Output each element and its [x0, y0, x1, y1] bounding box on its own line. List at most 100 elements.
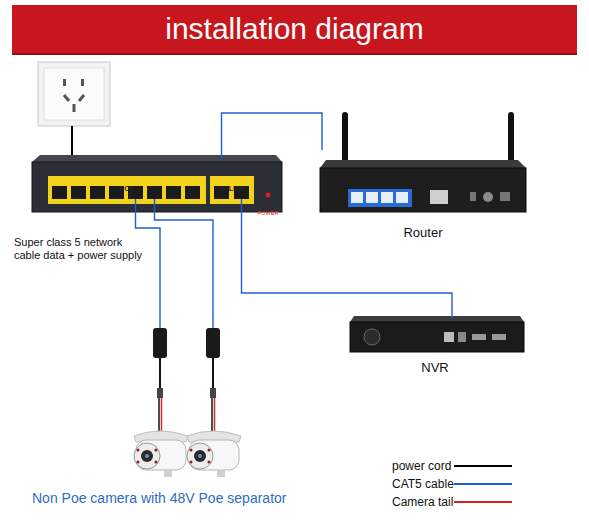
cable-note: Super class 5 network cable data + power…: [14, 236, 146, 261]
node-label: Non Poe camera with 48V Poe separator: [32, 490, 286, 506]
text-slot: POE: [48, 177, 206, 195]
node-label: Router: [403, 226, 442, 241]
nvr-figure-part: [350, 316, 524, 322]
cat5-cable: [242, 212, 453, 318]
poe-separator-part: [153, 328, 167, 358]
legend-text: CAT5 cable: [392, 477, 454, 491]
nvr-figure-part: [364, 329, 380, 345]
nvr-figure-part: [444, 332, 454, 342]
cat5-cable: [136, 212, 161, 320]
poe-switch-part: [32, 155, 282, 162]
nvr-figure-part: [472, 334, 486, 340]
poe-switch-part: [266, 193, 271, 198]
poe-separator-part: [212, 358, 214, 388]
poe-switch-part: [147, 186, 162, 199]
nvr-figure-part: [492, 334, 506, 340]
poe-separator-part: [159, 358, 161, 388]
poe-separator-part: [159, 320, 160, 328]
bullet-camera-part: [154, 460, 157, 463]
camera-group: Non Poe camera with 48V Poe separator: [28, 320, 318, 510]
bullet-camera-part: [136, 460, 139, 463]
legend-row: Camera tail: [392, 493, 512, 511]
router-figure: [320, 112, 526, 212]
port-group-label: POE: [120, 185, 135, 192]
nvr-figure-part: [350, 322, 524, 352]
cat5-cable: [155, 212, 214, 320]
router-figure-part: [508, 112, 514, 166]
router-figure-part: [342, 112, 348, 166]
bullet-camera-part: [164, 470, 172, 477]
poe-separator-part: [157, 388, 163, 398]
wall-outlet-part: [64, 95, 69, 101]
bullet-camera-part: [136, 448, 139, 451]
wall-outlet: [38, 62, 110, 126]
router-figure-part: [320, 168, 526, 212]
port-cable-stub-part: [154, 199, 155, 212]
legend-row: power cord: [392, 457, 512, 475]
poe-separator-part: [206, 328, 220, 358]
title-banner: installation diagram: [12, 5, 577, 55]
port-cable-stub: [136, 199, 242, 212]
port-cable-stub-part: [241, 199, 242, 212]
nvr: NVR: [345, 318, 525, 380]
wall-outlet-part: [73, 104, 76, 112]
port-group-label: UPLINK: [219, 185, 245, 192]
poe-switch-part: [71, 186, 86, 199]
bullet-camera-part: [141, 450, 153, 462]
wall-outlet-part: [81, 79, 84, 86]
router-figure-part: [470, 192, 476, 201]
router-figure-part: [348, 189, 412, 207]
poe-switch-part: [166, 186, 181, 199]
poe-separator-part: [212, 320, 213, 328]
wall-outlet-part: [79, 95, 84, 101]
poe-switch-part: [185, 186, 200, 199]
bullet-camera: [134, 431, 188, 477]
router-figure-part: [320, 160, 526, 168]
cat5-cable: [222, 113, 323, 160]
bullet-camera-part: [217, 470, 225, 477]
legend-line-sample: [454, 465, 512, 467]
nvr-figure-part: [458, 332, 466, 342]
poe-switch-part: [32, 162, 282, 212]
wall-outlet-part: [44, 68, 104, 120]
bullet-camera-part: [145, 454, 149, 458]
indicator-label: POWER: [258, 210, 279, 216]
text-slot: UPLINK: [210, 177, 254, 195]
poe-switch-part: [48, 176, 206, 204]
poe-switch: [32, 155, 282, 212]
port-cable-stub-part: [135, 199, 136, 212]
legend-text: Camera tail: [392, 495, 454, 509]
bullet-camera: [187, 431, 241, 477]
legend-text: power cord: [392, 459, 454, 473]
router: Router: [318, 150, 528, 245]
poe-separator-part: [210, 388, 216, 398]
router-figure-part: [500, 192, 510, 201]
nvr-figure: [350, 316, 524, 352]
bullet-camera-part: [189, 448, 192, 451]
title-text: installation diagram: [12, 5, 577, 53]
power-cord: [71, 126, 73, 157]
poe-switch-part: [210, 176, 254, 204]
poe-switch-part: [52, 186, 67, 199]
poe-switch: POEUPLINKPOWER: [32, 160, 282, 212]
poe-switch-part: [90, 186, 105, 199]
router-figure-part: [351, 192, 363, 203]
router-figure-part: [396, 192, 408, 203]
router-figure-part: [381, 192, 393, 203]
legend-row: CAT5 cable: [392, 475, 512, 493]
legend-line-sample: [454, 483, 512, 485]
bullet-camera-part: [194, 450, 206, 462]
bullet-camera-part: [189, 460, 192, 463]
legend: power cordCAT5 cableCamera tail: [392, 457, 512, 511]
bullet-camera-part: [207, 448, 210, 451]
router-figure-part: [483, 192, 493, 202]
wall-outlet-part: [38, 62, 110, 126]
router-figure-part: [366, 192, 378, 203]
bullet-camera-part: [154, 448, 157, 451]
router-figure-part: [430, 190, 448, 204]
bullet-camera-part: [207, 460, 210, 463]
